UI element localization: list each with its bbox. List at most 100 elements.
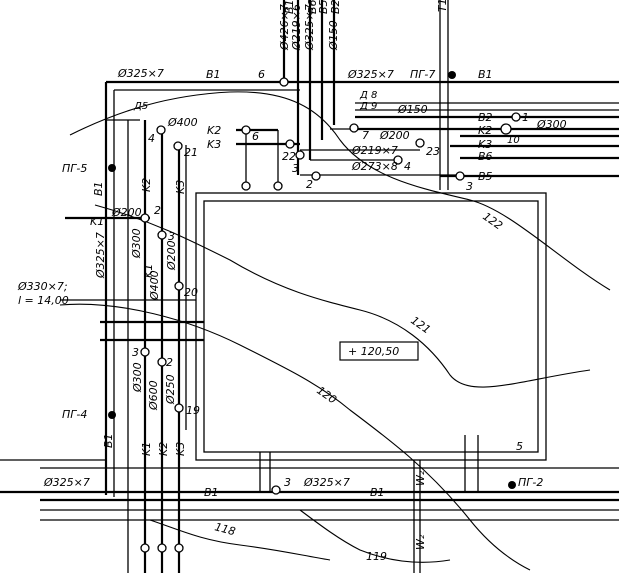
contour-lines [59, 91, 611, 571]
well-node [271, 485, 281, 495]
label-b5-top: B5 [317, 0, 330, 14]
well-node [157, 230, 167, 240]
label-n20: 20 [184, 286, 198, 299]
label-b5-right: B5 [478, 170, 493, 183]
well-node [311, 171, 321, 181]
label-k1-bottom: K1 [140, 442, 153, 456]
well-node [285, 139, 295, 149]
well-node [415, 138, 425, 148]
label-d219-top: Ø219×6 [290, 4, 303, 51]
label-w2-a: W₂ [414, 470, 427, 486]
label-n7: 7 [362, 129, 369, 142]
well-node [241, 125, 251, 135]
label-d325-bottommid: Ø325×7 [303, 476, 350, 489]
label-k2-bottom: K2 [157, 442, 170, 456]
label-n10: 10 [507, 135, 520, 146]
label-n2-c: 2 [166, 356, 173, 369]
label-d400: Ø400 [167, 116, 198, 129]
label-n3-c: 3 [168, 230, 175, 243]
label-d325-leftv: Ø325×7 [94, 232, 107, 279]
well-node [173, 141, 183, 151]
label-n2-b: 2 [154, 204, 161, 217]
well-node [157, 357, 167, 367]
well-node [174, 543, 184, 553]
label-d325-topright: Ø325×7 [347, 68, 394, 81]
label-d325-top: Ø325×7 [303, 4, 316, 51]
fire-hydrant-marker [448, 71, 456, 79]
label-contour-121: 121 [408, 314, 433, 337]
label-d250-low: Ø250 [164, 374, 177, 405]
label-d150-mid: Ø150 [397, 103, 428, 116]
bottom-mains [0, 435, 619, 573]
label-b1-top-v: B1 [283, 0, 296, 14]
building-outline [195, 192, 547, 461]
label-n2-a: 2 [306, 178, 313, 191]
label-n3-d: 3 [132, 346, 139, 359]
well-node [349, 123, 359, 133]
label-n3-b: 3 [466, 180, 473, 193]
label-d200-left: Ø200 [111, 206, 142, 219]
label-n4-b: 4 [404, 160, 411, 173]
labels: Ø426×7 Ø219×6 Ø325×7 Ø150 B1 B6 B5 B2 T1… [17, 0, 567, 563]
well-node [140, 347, 150, 357]
label-b1-right: B1 [478, 68, 493, 81]
label-n23: 23 [426, 145, 440, 158]
label-contour-118: 118 [213, 520, 237, 538]
label-d300-low: Ø300 [131, 362, 144, 393]
elevation-marker [339, 341, 419, 361]
label-n6-top: 6 [258, 68, 265, 81]
label-w2-b: W₂ [414, 534, 427, 550]
label-elevation: + 120,50 [348, 345, 399, 358]
label-n3-e: 3 [284, 476, 291, 489]
label-d400-v: Ø400 [148, 270, 161, 301]
well-node [140, 543, 150, 553]
label-d330-a: Ø330×7; [17, 280, 68, 293]
label-d9: Д 9 [359, 101, 377, 112]
label-b6-right: B6 [478, 150, 493, 163]
vertical-risers-top [282, 0, 449, 190]
label-b2-right: B2 [478, 111, 493, 124]
label-b6-top: B6 [306, 0, 319, 14]
well-node [511, 112, 521, 122]
fire-hydrant-marker [108, 164, 116, 172]
label-d426: Ø426×7 [278, 4, 291, 51]
well-node [174, 403, 184, 413]
well-node [279, 77, 289, 87]
label-b2-top: B2 [329, 0, 342, 14]
well-node [241, 181, 251, 191]
label-contour-119: 119 [366, 550, 387, 563]
label-d273: Ø273×8 [351, 160, 398, 173]
label-k2-right: K2 [478, 124, 492, 137]
label-n3-a: 3 [292, 162, 299, 175]
label-d8: Д 8 [359, 90, 377, 101]
left-vertical-pipes [65, 119, 187, 573]
label-b1-left-v: B1 [92, 181, 105, 196]
label-d330-b: l = 14,00 [18, 294, 69, 307]
label-d150-top: Ø150 [327, 20, 340, 51]
label-d325-bottomleft: Ø325×7 [43, 476, 90, 489]
label-k1-left: K1 [90, 215, 104, 228]
main-b1-top [104, 80, 619, 497]
wells [108, 71, 521, 553]
label-k3-right: K3 [478, 138, 492, 151]
label-d219-mid: Ø219×7 [351, 144, 398, 157]
well-node [500, 123, 512, 135]
well-node [140, 213, 150, 223]
label-pg4: ПГ-4 [62, 408, 87, 421]
label-n6-mid: 6 [252, 130, 259, 143]
label-t1-top: T1 [436, 0, 449, 12]
label-pg5: ПГ-5 [62, 162, 87, 175]
label-n22: 22 [282, 150, 296, 163]
label-n21: 21 [184, 146, 198, 159]
well-node [157, 543, 167, 553]
well-node [174, 281, 184, 291]
label-n4: 4 [148, 132, 155, 145]
mid-left-crossing [60, 299, 204, 342]
label-pg7: ПГ-7 [410, 68, 435, 81]
right-branches [300, 102, 619, 178]
label-d300-v: Ø300 [130, 228, 143, 259]
label-k3-v: K3 [174, 180, 187, 194]
label-b1-bottom-mid: B1 [370, 486, 385, 499]
